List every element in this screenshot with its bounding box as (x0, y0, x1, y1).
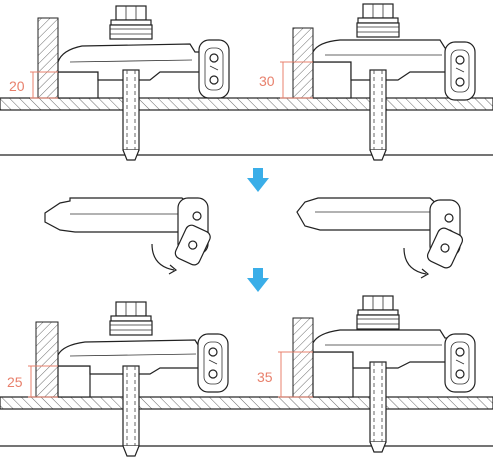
dimension-label-bottom-left: 25 (7, 374, 23, 390)
clamp-arm (57, 339, 206, 375)
dimension-label-top-left: 20 (9, 78, 25, 94)
arrow-down-icon (247, 168, 269, 192)
table-slab (0, 97, 493, 111)
clamp-arm (57, 43, 201, 81)
middle-row (44, 197, 464, 279)
top-row: 20 30 (0, 3, 493, 161)
clamp-mid-left (44, 197, 211, 275)
workpiece-block (35, 321, 59, 398)
bottom-row: 25 35 (0, 295, 493, 457)
dimension-label-top-right: 30 (259, 73, 275, 89)
workpiece-block (292, 317, 314, 398)
workpiece-block (37, 17, 59, 99)
dimension-label-bottom-right: 35 (257, 369, 273, 385)
clamp-bottom-left: 25 (7, 301, 229, 457)
workpiece-block (292, 27, 314, 99)
clamp-bottom-right: 35 (257, 295, 476, 453)
clamp-arm (44, 197, 191, 233)
table-slab (0, 396, 493, 410)
curved-arrow-icon (403, 247, 429, 279)
clamp-mid-right (296, 197, 464, 279)
clamp-top-right: 30 (259, 3, 476, 161)
clamp-arm (312, 39, 451, 81)
curved-arrow-icon (151, 243, 177, 275)
clamp-arm (296, 197, 439, 231)
clamp-arm (312, 329, 451, 369)
arrow-down-icon (247, 268, 269, 292)
clamp-top-left: 20 (9, 5, 230, 161)
